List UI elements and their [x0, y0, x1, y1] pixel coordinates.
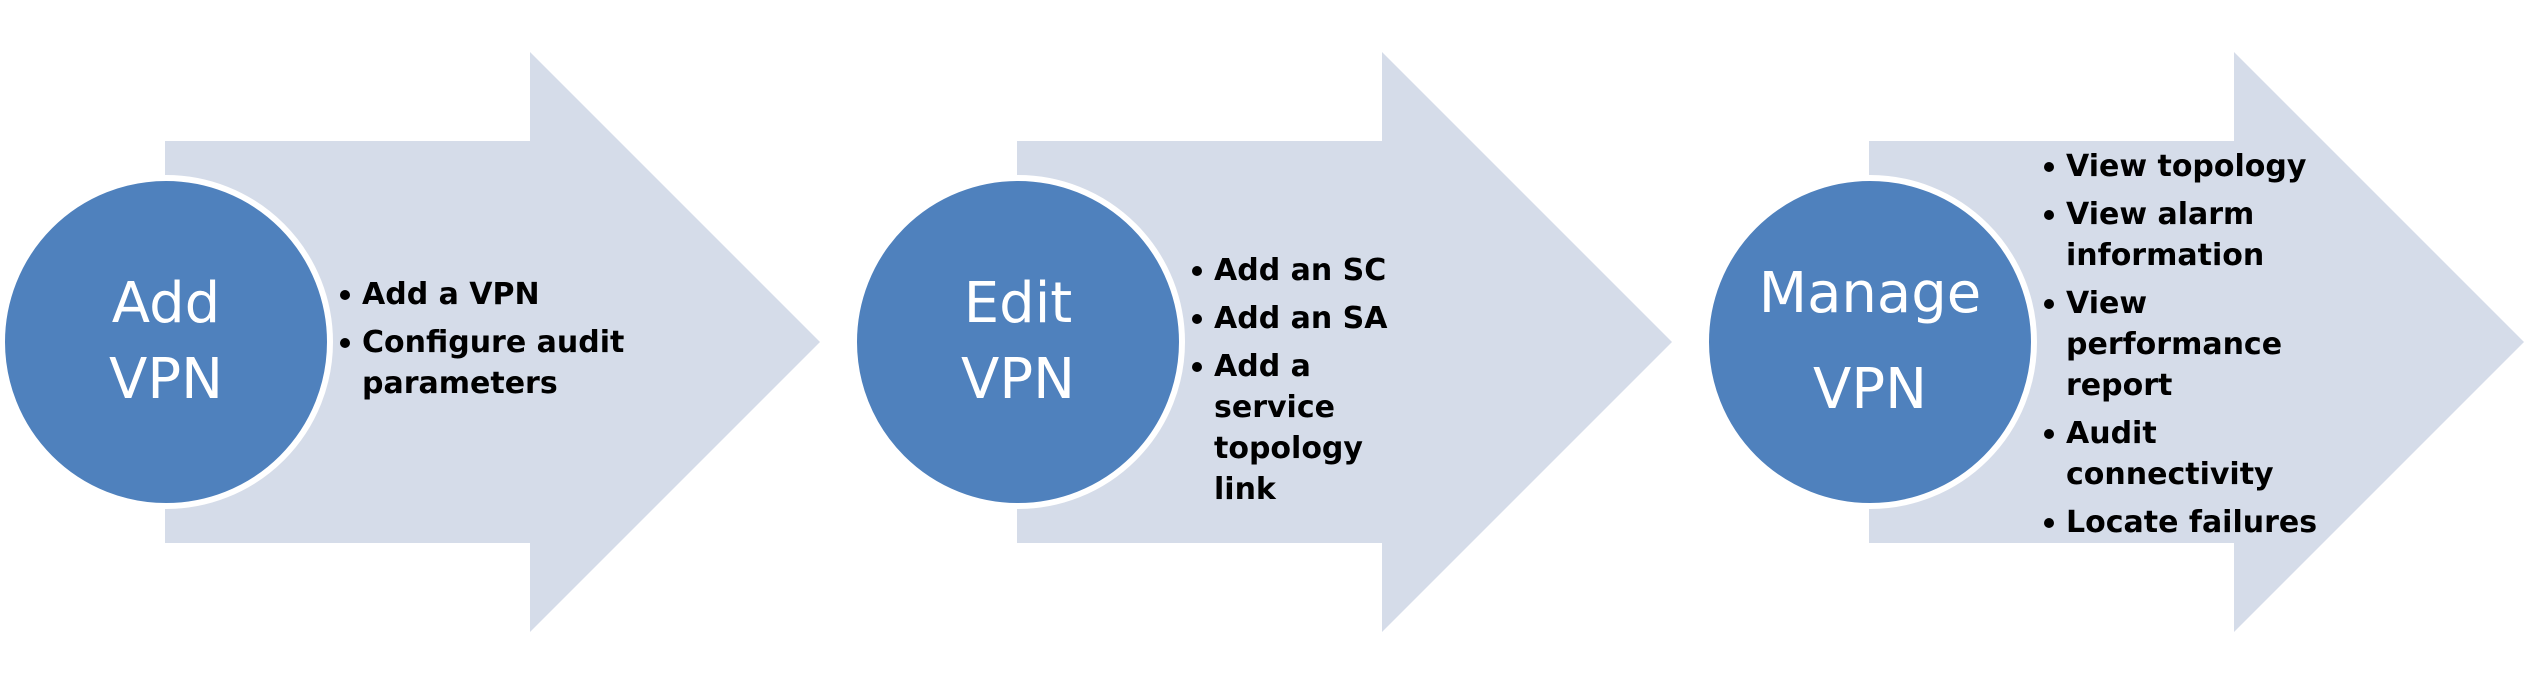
stage-task-list: Add a VPN Configure audit parameters	[340, 274, 640, 411]
process-arrow	[165, 52, 820, 632]
stage-shapes	[0, 52, 820, 632]
task-item: Configure audit parameters	[340, 322, 640, 404]
stage-shapes	[1703, 52, 2524, 632]
stage-edit-vpn: Edit VPN Add an SC Add an SA Add a servi…	[851, 0, 1712, 684]
stage-title-line: VPN	[109, 347, 223, 412]
task-item: Locate failures	[2044, 502, 2354, 543]
stage-title-line: VPN	[961, 347, 1075, 412]
stage-title: Edit VPN	[878, 202, 1158, 482]
stage-task-list: Add an SC Add an SA Add a service topolo…	[1192, 250, 1432, 517]
task-item: Audit connectivity	[2044, 413, 2354, 495]
process-arrow	[1017, 52, 1672, 632]
task-item: View alarm information	[2044, 194, 2276, 276]
stage-add-vpn: Add VPN Add a VPN Configure audit parame…	[0, 0, 860, 684]
stage-circle	[0, 175, 333, 509]
stage-circle	[1703, 175, 2037, 509]
stage-title: Manage VPN	[1730, 202, 2010, 482]
task-item: View topology	[2044, 146, 2354, 187]
task-item: Add a VPN	[340, 274, 640, 315]
stage-title-line: Manage	[1758, 261, 1982, 326]
task-item: View performance report	[2044, 283, 2296, 406]
stage-title-line: VPN	[1813, 357, 1927, 422]
task-item: Add an SA	[1192, 298, 1432, 339]
task-item: Add a service topology link	[1192, 346, 1432, 510]
stage-title-line: Add	[111, 271, 221, 336]
stage-shapes	[851, 52, 1672, 632]
stage-task-list: View topology View alarm information Vie…	[2044, 146, 2354, 550]
stage-circle	[851, 175, 1185, 509]
stage-manage-vpn: Manage VPN View topology View alarm info…	[1703, 0, 2528, 684]
stage-title-line: Edit	[963, 271, 1073, 336]
process-arrow	[1869, 52, 2524, 632]
stage-title: Add VPN	[26, 202, 306, 482]
task-item: Add an SC	[1192, 250, 1432, 291]
